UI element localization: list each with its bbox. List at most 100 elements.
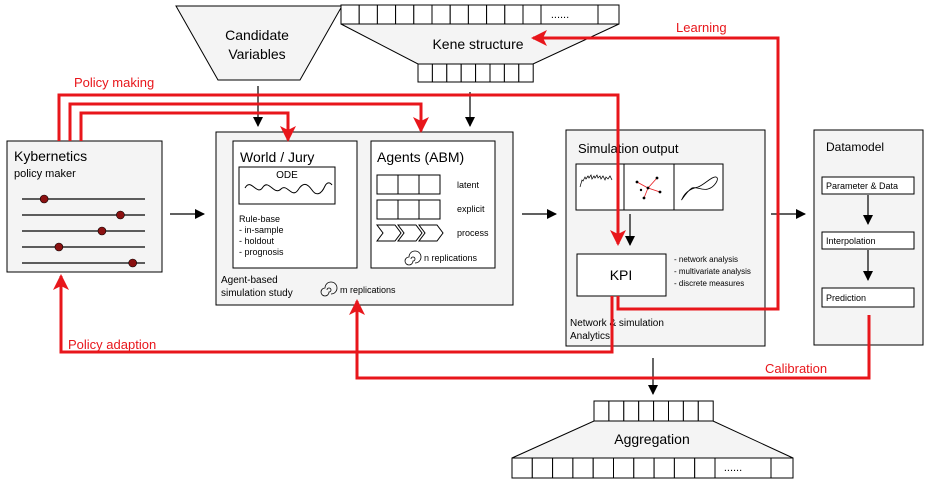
rule-base-line-1: - in-sample (239, 225, 284, 235)
world-jury-title: World / Jury (240, 149, 314, 165)
kene-top-cell (395, 4, 415, 25)
kene-bottom-cell (417, 63, 433, 83)
analysis-line-2: - discrete measures (674, 279, 744, 288)
simulation-footer-line1: Network & simulation (570, 318, 664, 329)
ode-curve (244, 182, 333, 195)
agents-row-process: process (457, 228, 489, 238)
study-label-line2: simulation study (221, 288, 293, 299)
simulation-footer-line2: Analytics (570, 331, 610, 342)
simulation-output-box (565, 129, 766, 347)
datamodel-title: Datamodel (826, 140, 884, 154)
candidate-funnel-shape (175, 5, 343, 81)
datamodel-step-0: Parameter & Data (826, 181, 898, 191)
simulation-study-panel: World / Jury ODE Rule-base - in-sample -… (215, 131, 514, 306)
aggregation-ellipsis: ...... (724, 462, 742, 474)
aggregation-top-cell (682, 400, 699, 422)
rule-base-line-3: - prognosis (239, 247, 284, 257)
kene-bottom-cell (431, 63, 448, 83)
kene-top-cell (376, 4, 397, 25)
kene-ellipsis: ...... (551, 9, 569, 21)
datamodel-step-1: Interpolation (826, 236, 876, 246)
study-spiral-icon (320, 281, 338, 297)
replication-spiral-icon (404, 250, 422, 266)
kene-top-cell (504, 4, 524, 25)
kene-top-cell (431, 4, 451, 25)
aggregation-bottom-cell (673, 457, 696, 479)
study-label-line1: Agent-based (221, 275, 278, 286)
aggregation-bottom-cell (770, 457, 794, 479)
aggregation-bottom-cell (572, 457, 594, 479)
aggregation-bottom-cell (653, 457, 675, 479)
kene-top-cell (358, 4, 378, 25)
slider-knob (97, 226, 107, 236)
analysis-line-1: - multivariate analysis (674, 267, 751, 276)
kpi-label: KPI (610, 267, 633, 283)
aggregation-bottom-cell (552, 457, 574, 479)
aggregation-top-cell (623, 400, 640, 422)
aggregation-top-cell (608, 400, 625, 422)
process-chevron (397, 224, 423, 242)
kene-top-cell (522, 4, 542, 25)
kpi-box (576, 253, 667, 297)
agents-replications: n replications (424, 253, 478, 263)
world-jury-panel: World / Jury ODE Rule-base - in-sample -… (232, 140, 358, 269)
datamodel-panel: Datamodel Parameter & Data Interpolation… (813, 129, 924, 346)
attractor-curve (681, 176, 718, 201)
process-chevrons (376, 224, 444, 242)
slider-knob (116, 210, 125, 220)
kybernetics-box (6, 140, 163, 273)
aggregation-top-cells (593, 400, 714, 422)
agents-row-explicit: explicit (457, 204, 485, 214)
simulation-output-title: Simulation output (578, 141, 679, 156)
analysis-line-0: - network analysis (674, 255, 738, 264)
aggregation-bottom-cell (511, 457, 533, 479)
kene-structure: ...... Kene structure (340, 4, 620, 83)
process-chevron (376, 224, 402, 242)
ode-label: ODE (276, 170, 298, 181)
aggregation-top-cell (697, 400, 714, 422)
aggregation-bottom-cells (511, 457, 794, 479)
agents-panel: Agents (ABM) latent explicit process n r… (370, 140, 496, 269)
rule-base-line-2: - holdout (239, 236, 275, 246)
policy-making-arrow-world (79, 111, 296, 142)
network-graph-icon (635, 176, 662, 200)
learning-arrow (531, 30, 780, 311)
timeseries-plot (575, 163, 625, 211)
kybernetics-title: Kybernetics (14, 148, 87, 164)
rule-base-line-0: Rule-base (239, 214, 280, 224)
policy-making-arrow-kpi (57, 93, 626, 246)
kene-bottom-cell (518, 63, 534, 83)
policy-making-label: Policy making (74, 75, 154, 90)
aggregation-top-cell (668, 400, 684, 422)
kene-top-cell (449, 4, 469, 25)
explicit-cell (376, 199, 399, 220)
kene-top-cell (340, 4, 360, 25)
aggregation-top-cell (653, 400, 669, 422)
kybernetics-panel: Kybernetics policy maker (6, 140, 163, 273)
aggregation-bottom-cell (613, 457, 635, 479)
aggregation-top-cell (638, 400, 655, 422)
parameter-data-box (821, 176, 915, 195)
agents-row-latent: latent (457, 180, 480, 190)
slider-knob (128, 258, 137, 268)
kene-top-cell (486, 4, 506, 25)
candidate-title-line2: Variables (228, 46, 285, 62)
ode-box (238, 166, 336, 205)
calibration-arrow (349, 299, 871, 380)
simulation-output-panel: Simulation output KPI - network analysis… (565, 129, 766, 347)
study-replications: m replications (340, 285, 396, 295)
kybernetics-subtitle: policy maker (14, 168, 76, 180)
aggregation-bottom-cell (531, 457, 554, 479)
latent-cells (376, 174, 441, 195)
policy-adaption-label: Policy adaption (68, 337, 156, 352)
kene-top-cells (340, 4, 620, 25)
kene-bottom-cell (503, 63, 520, 83)
kene-bottom-cell (489, 63, 505, 83)
explicit-cells (376, 199, 441, 220)
slider-knob (54, 242, 64, 252)
aggregation-bottom-cell (633, 457, 655, 479)
kene-ellipsis-cell (540, 4, 599, 25)
datamodel-step-2: Prediction (826, 293, 866, 303)
kene-bottom-cell (475, 63, 491, 83)
